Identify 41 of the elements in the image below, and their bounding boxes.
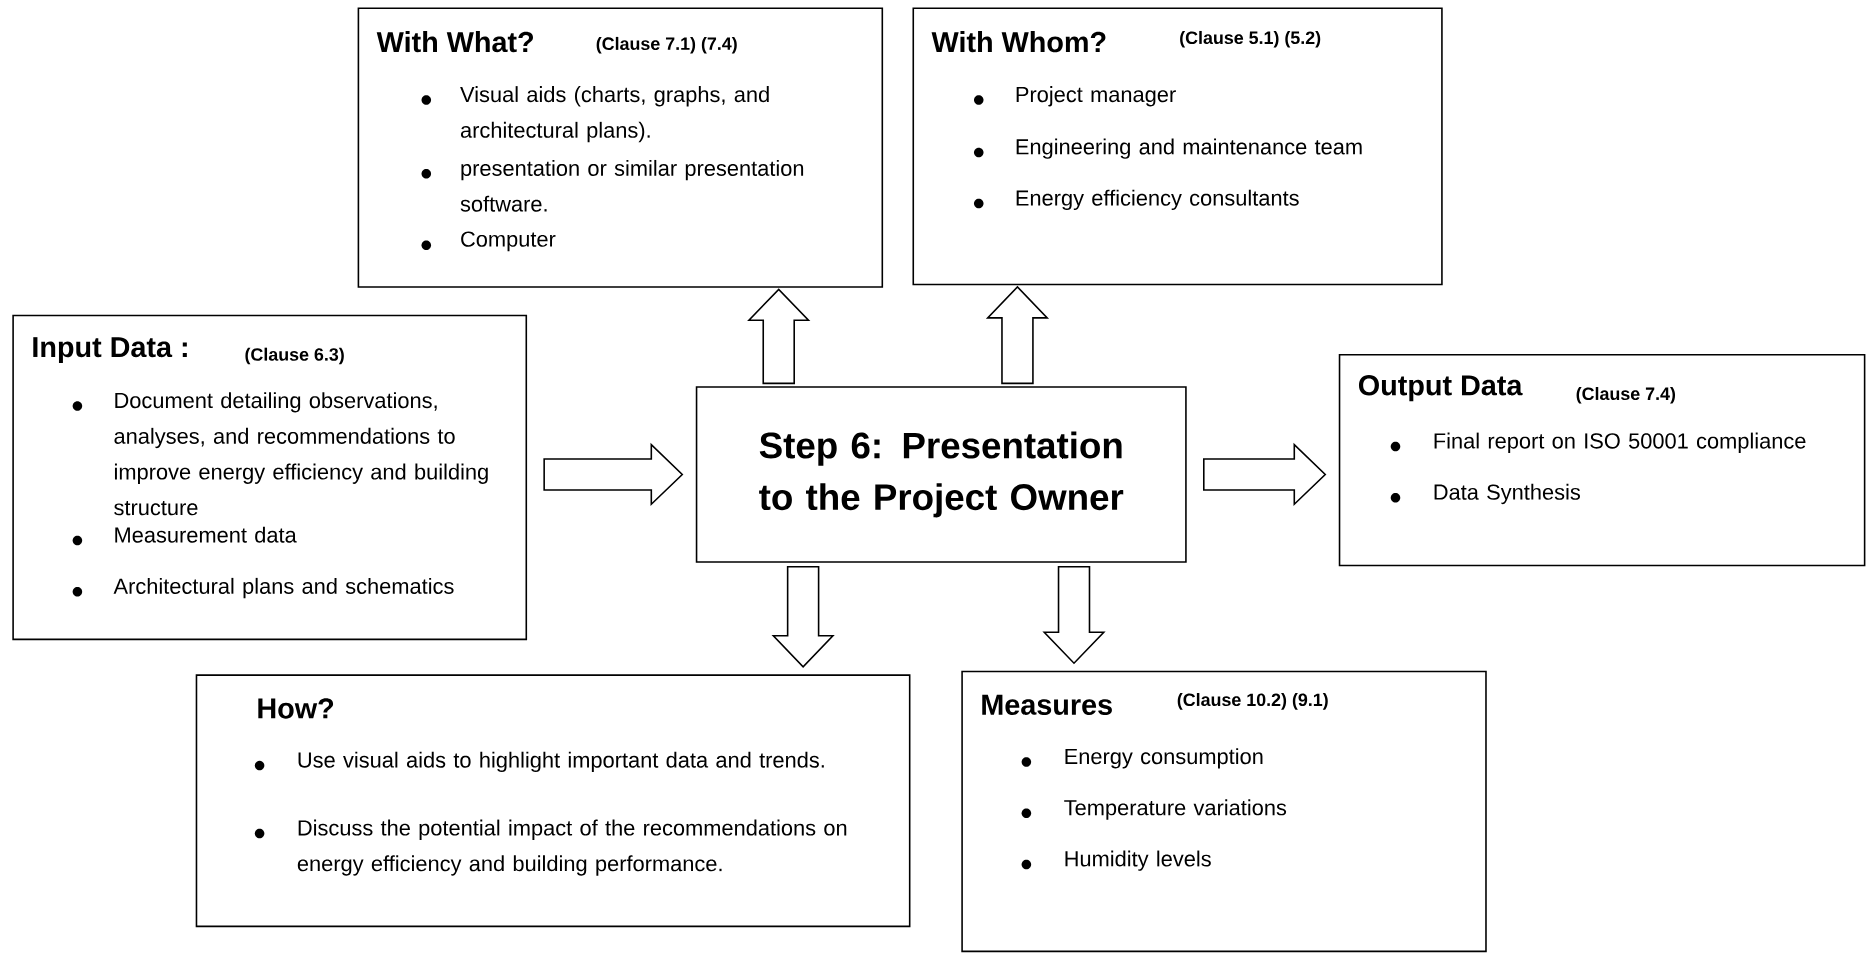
list-item: Discuss the potential impact of the recommendations on energy efficiency and building performance. (254, 819, 847, 876)
box-heading: Output Data (1358, 375, 1523, 402)
clause-reference: (Clause 10.2) (9.1) (1177, 693, 1328, 710)
clause-reference: (Clause 7.1) (7.4) (596, 37, 737, 54)
block-arrow (543, 443, 684, 507)
list-item: Architectural plans and schematics (72, 578, 454, 599)
list-item: Energy consumption (1021, 748, 1263, 769)
info-box (961, 670, 1487, 953)
list-item: Use visual aids to highlight important data and trends. (254, 751, 824, 773)
box-heading: Input Data : (33, 337, 187, 364)
list-item: Engineering and maintenance team (974, 138, 1362, 159)
box-heading: Measures (982, 695, 1112, 716)
info-box (912, 7, 1443, 286)
list-item: Computer (421, 231, 556, 252)
list-item: Temperature variations (1021, 799, 1287, 820)
list-item: presentation or similar presentation software. (421, 160, 804, 212)
clause-reference: (Clause 6.3) (245, 347, 344, 365)
list-item: Data Synthesis (1390, 483, 1580, 505)
list-item: Energy efficiency consultants (974, 189, 1299, 211)
list-item: Humidity levels (1021, 850, 1211, 871)
clause-reference: (Clause 5.1) (5.2) (1180, 31, 1321, 48)
block-arrow (1042, 566, 1106, 665)
clause-reference: (Clause 7.4) (1576, 387, 1676, 404)
list-item: Project manager (974, 86, 1176, 107)
list-item: Document detailing observations, analyses, and recommendations to improve energy efficiency and building structure (72, 392, 488, 516)
block-arrow (1203, 443, 1327, 507)
info-box (357, 7, 884, 288)
box-heading: With Whom? (931, 31, 1106, 53)
step-title: Step 6: Presentation to the Project Owner (759, 431, 1124, 518)
list-item: Measurement data (72, 526, 297, 546)
list-item: Final report on ISO 50001 compliance (1390, 432, 1806, 454)
block-arrow (747, 288, 811, 385)
list-item: Visual aids (charts, graphs, and architectural plans). (421, 86, 769, 143)
info-box (12, 314, 528, 641)
info-box (195, 674, 911, 928)
info-box (1338, 354, 1866, 567)
block-arrow (985, 285, 1050, 385)
box-heading: With What? (376, 31, 533, 53)
step-box (695, 386, 1187, 563)
box-heading: How? (258, 698, 334, 719)
block-arrow (771, 566, 835, 669)
